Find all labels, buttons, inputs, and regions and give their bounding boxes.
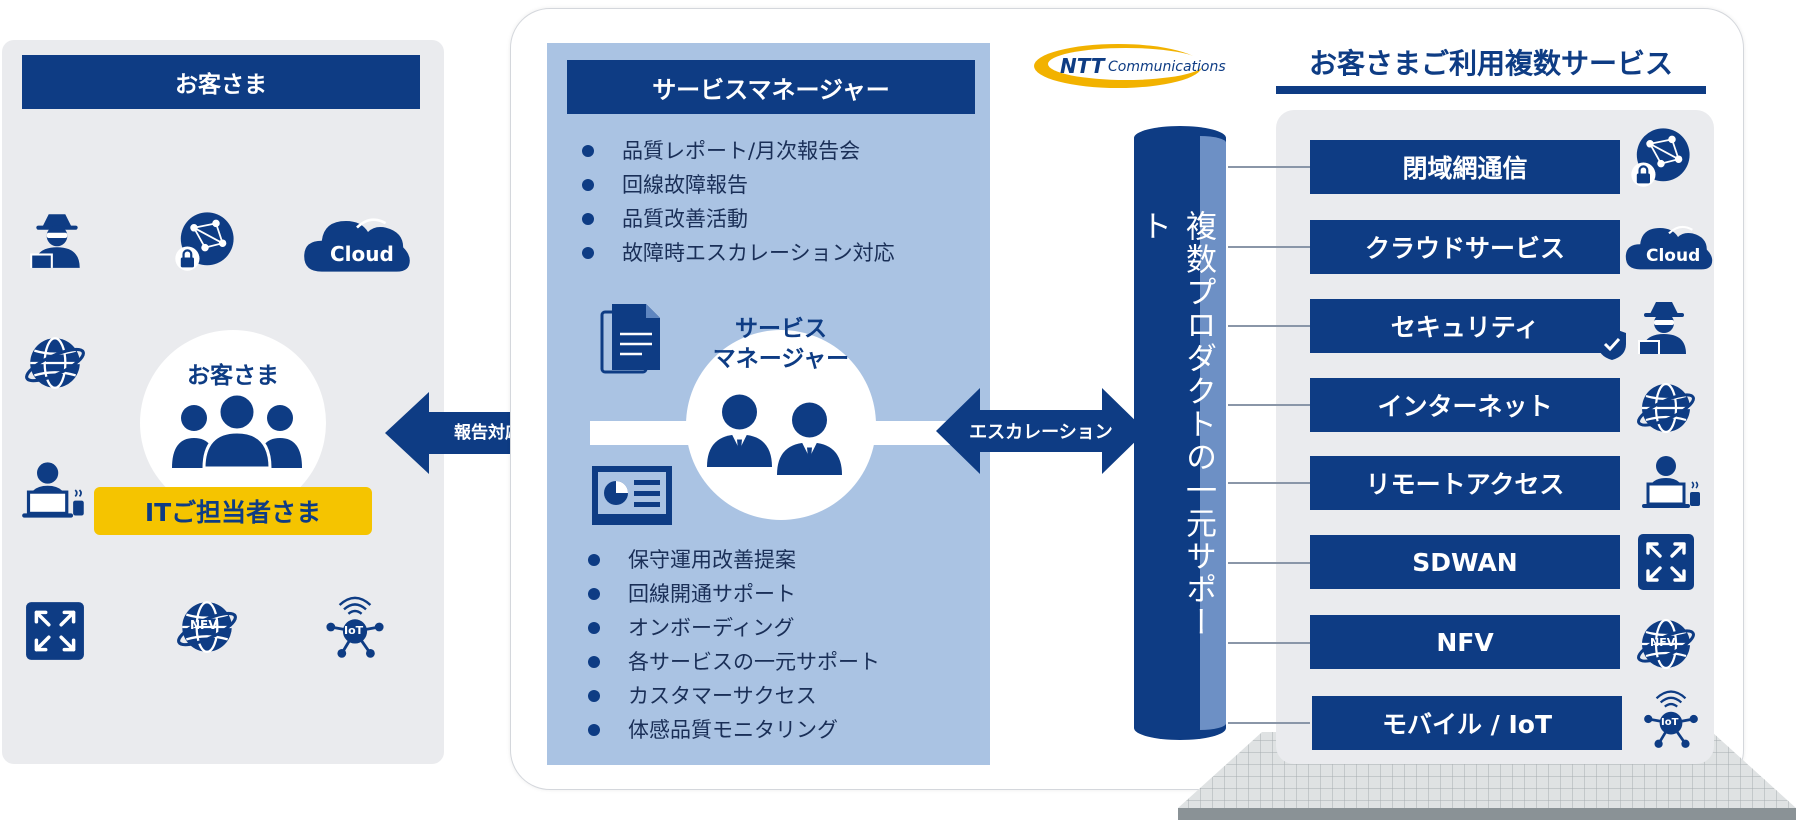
laptop-user-icon [20, 458, 88, 522]
globe-icon [24, 332, 86, 394]
secure-network-icon [1628, 124, 1694, 190]
connector [1228, 325, 1310, 327]
service-mobile-iot: モバイル / IoT [1312, 696, 1622, 750]
escalation-arrow [936, 388, 1146, 474]
service-internet: インターネット [1310, 378, 1620, 432]
customer-group-icon [170, 392, 304, 472]
shield-check-icon [1598, 328, 1626, 360]
service-manager-tasks-bottom: 保守運用改善提案 回線開通サポート オンボーディング 各サービスの一元サポート … [586, 543, 880, 747]
service-manager-center-label: サービス マネージャー [712, 316, 850, 372]
list-item: 品質改善活動 [580, 202, 895, 236]
report-arrow-label: 報告対応 [454, 423, 522, 443]
expand-arrows-icon [1636, 532, 1696, 592]
cloud-icon: Cloud [302, 210, 412, 276]
list-item: 品質レポート/月次報告会 [580, 134, 895, 168]
connector [1228, 166, 1310, 168]
globe-icon [1636, 378, 1696, 438]
connector [1228, 562, 1310, 564]
service-cloud: クラウドサービス [1310, 220, 1620, 274]
it-contact-badge: ITご担当者さま [94, 487, 372, 535]
logo-brand: NTT [1060, 54, 1105, 78]
service-sdwan: SDWAN [1310, 535, 1620, 589]
logo-swoosh [1034, 44, 1204, 88]
service-manager-people-icon [702, 386, 852, 490]
connector [1228, 246, 1310, 248]
customer-header: お客さま [22, 55, 420, 109]
connector [1228, 482, 1310, 484]
hacker-icon [1634, 296, 1694, 356]
service-manager-circle [686, 330, 876, 520]
connector [1228, 404, 1310, 406]
iot-icon: IoT [1640, 688, 1702, 750]
support-pillar-highlight [1200, 136, 1226, 730]
service-closed-network: 閉域網通信 [1310, 140, 1620, 194]
document-icon [600, 304, 660, 374]
logo-text: Communications [1108, 59, 1226, 75]
list-item: 回線開通サポート [586, 577, 880, 611]
ntt-logo: NTT Communications [1030, 38, 1240, 94]
service-remote-access: リモートアクセス [1310, 456, 1620, 510]
hacker-icon [26, 208, 88, 270]
service-manager-header: サービスマネージャー [567, 60, 975, 114]
service-security: セキュリティ [1310, 299, 1620, 353]
services-title: お客さまご利用複数サービス [1308, 47, 1673, 80]
customer-center-label: お客さま [187, 363, 279, 389]
expand-arrows-icon [24, 600, 86, 662]
cloud-icon: Cloud [1624, 216, 1714, 276]
nfv-globe-icon: NFV [1636, 614, 1696, 674]
services-title-underline [1276, 86, 1706, 94]
list-item: 回線故障報告 [580, 168, 895, 202]
hacker-shield-icon [1596, 296, 1696, 362]
service-nfv: NFV [1310, 615, 1620, 669]
iot-icon: IoT [322, 594, 388, 660]
laptop-user-icon [1640, 452, 1704, 512]
list-item: カスタマーサクセス [586, 679, 880, 713]
support-pillar-label: 複数プロダクトの一元サポート [1135, 210, 1216, 639]
list-item: 体感品質モニタリング [586, 713, 880, 747]
escalation-arrow-label: エスカレーション [969, 422, 1113, 443]
list-item: オンボーディング [586, 611, 880, 645]
connector [1228, 722, 1310, 724]
nfv-globe-icon: NFV [176, 596, 238, 658]
report-chart-icon [592, 466, 672, 525]
list-item: 故障時エスカレーション対応 [580, 236, 895, 270]
secure-network-icon [172, 208, 238, 274]
connector [1228, 642, 1310, 644]
list-item: 保守運用改善提案 [586, 543, 880, 577]
list-item: 各サービスの一元サポート [586, 645, 880, 679]
service-manager-tasks-top: 品質レポート/月次報告会 回線故障報告 品質改善活動 故障時エスカレーション対応 [580, 134, 895, 270]
